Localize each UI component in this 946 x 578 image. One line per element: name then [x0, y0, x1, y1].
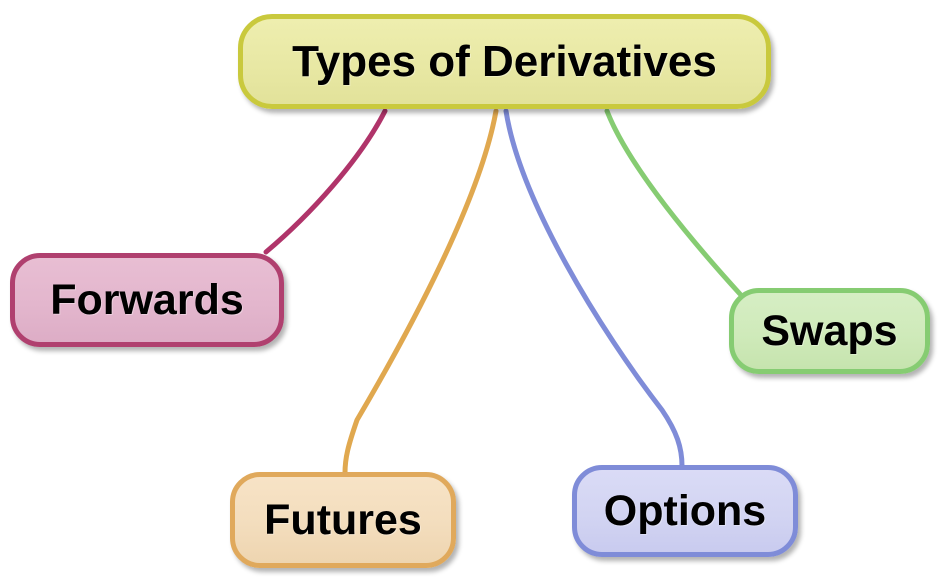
edge-root-forwards	[263, 108, 388, 255]
node-root-types-of-derivatives[interactable]: Types of Derivatives	[238, 14, 771, 109]
edge-root-futures	[342, 108, 499, 476]
node-swaps-label: Swaps	[761, 306, 898, 355]
node-futures[interactable]: Futures	[230, 472, 456, 568]
node-forwards-label: Forwards	[50, 275, 244, 324]
edge-root-swaps	[604, 108, 743, 297]
node-swaps[interactable]: Swaps	[729, 288, 930, 374]
node-root-label: Types of Derivatives	[292, 36, 717, 86]
edge-root-options	[503, 108, 685, 469]
node-options[interactable]: Options	[572, 465, 798, 557]
node-options-label: Options	[603, 486, 767, 535]
node-forwards[interactable]: Forwards	[10, 253, 284, 347]
node-futures-label: Futures	[264, 495, 422, 544]
